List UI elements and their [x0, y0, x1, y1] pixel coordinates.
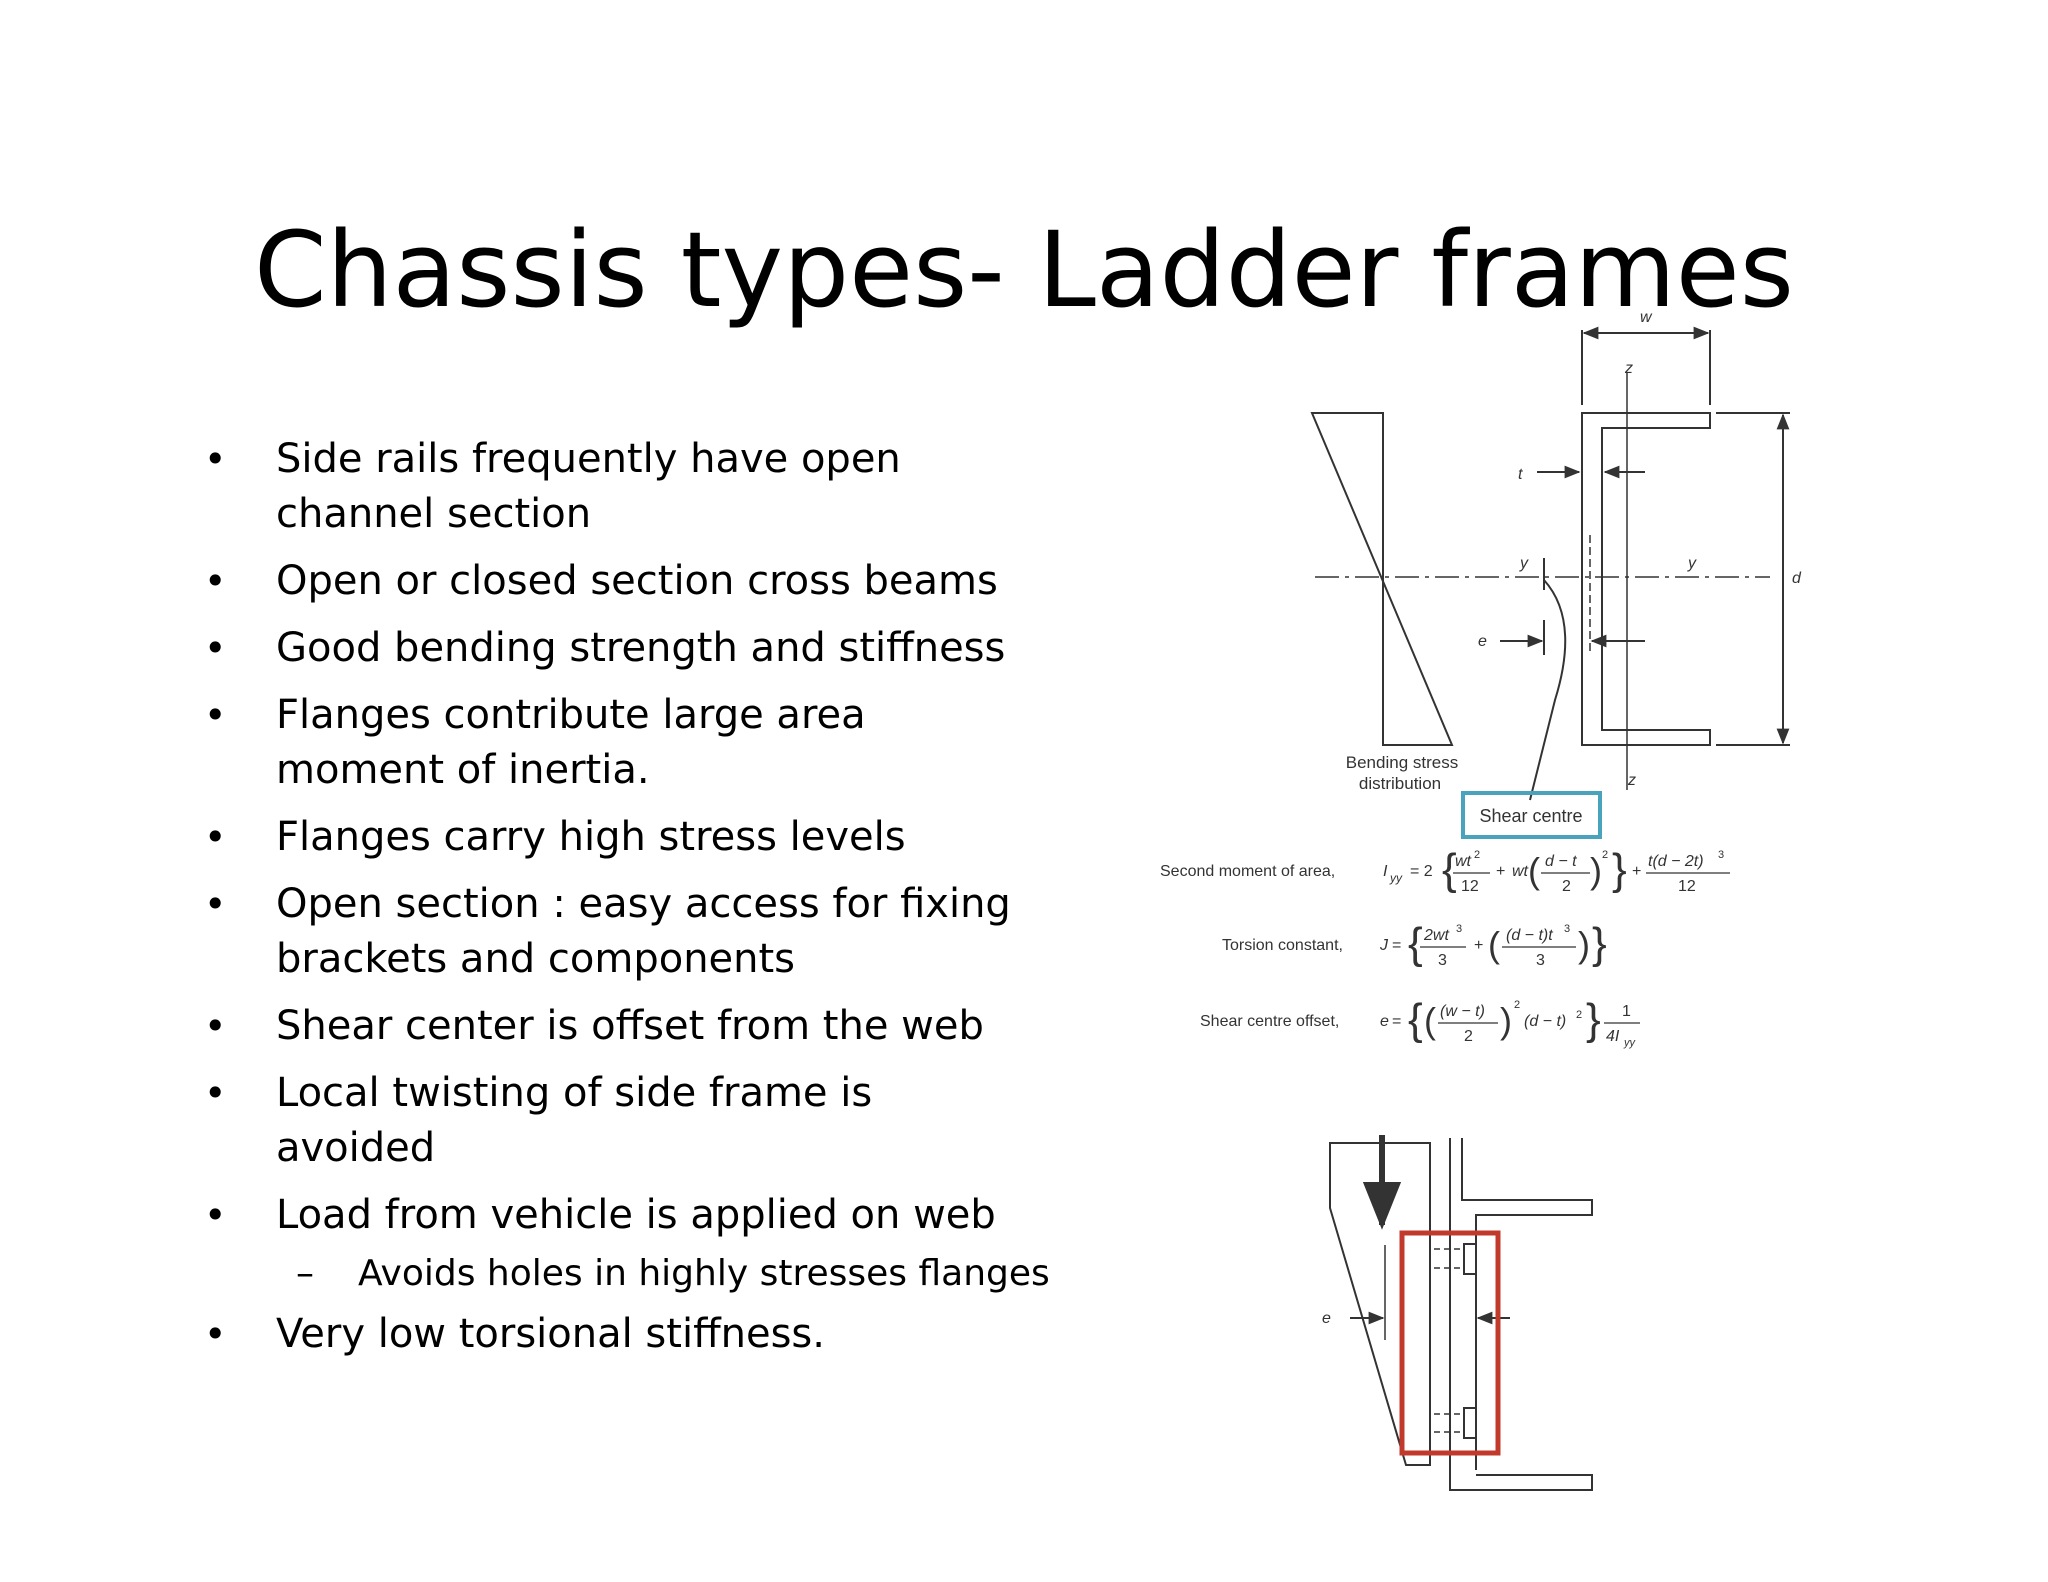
- svg-text:12: 12: [1461, 878, 1479, 895]
- bending-stress-label-2: distribution: [1359, 774, 1441, 793]
- bullet-dot: •: [204, 437, 227, 481]
- svg-text:+: +: [1496, 863, 1505, 880]
- svg-text:): ): [1590, 850, 1602, 891]
- svg-text:+: +: [1632, 863, 1641, 880]
- svg-text:2: 2: [1464, 1028, 1473, 1045]
- torsion-lhs: J: [1379, 937, 1389, 954]
- bullet-dot: •: [204, 1312, 227, 1356]
- bending-stress-triangles: [1310, 412, 1454, 746]
- svg-text:t(d − 2t): t(d − 2t): [1648, 853, 1704, 870]
- second-moment-lhs: I: [1383, 863, 1388, 880]
- svg-text:2wt: 2wt: [1423, 927, 1449, 944]
- svg-text:12: 12: [1678, 878, 1696, 895]
- svg-text:(w − t): (w − t): [1440, 1003, 1485, 1020]
- second-moment-label: Second moment of area,: [1160, 863, 1335, 880]
- slide-title: Chassis types- Ladder frames: [254, 209, 1794, 331]
- label-z-top: z: [1624, 360, 1633, 377]
- svg-text:1: 1: [1622, 1003, 1631, 1020]
- svg-text:{: {: [1408, 995, 1423, 1044]
- bullet-dot: •: [204, 1071, 227, 1115]
- bullet-item: •Load from vehicle is applied on web: [200, 1188, 1060, 1243]
- bullet-dot: •: [204, 1004, 227, 1048]
- svg-text:3: 3: [1456, 923, 1462, 935]
- svg-text:=: =: [1392, 1013, 1401, 1030]
- svg-text:3: 3: [1536, 952, 1545, 969]
- svg-text:}: }: [1592, 919, 1607, 968]
- label-e-lower: e: [1322, 1310, 1331, 1327]
- label-z-bottom: z: [1627, 772, 1636, 789]
- svg-text:{: {: [1442, 845, 1457, 894]
- svg-text:3: 3: [1564, 923, 1570, 935]
- bullet-item: •Shear center is offset from the web: [200, 999, 1060, 1054]
- sub-bullet-dash: –: [296, 1253, 314, 1294]
- shear-offset-label: Shear centre offset,: [1200, 1013, 1339, 1030]
- bullet-dot: •: [204, 693, 227, 737]
- svg-text:): ): [1578, 924, 1590, 965]
- svg-text:): ): [1500, 1000, 1512, 1041]
- svg-text:(d − t): (d − t): [1524, 1013, 1566, 1030]
- svg-text:2: 2: [1602, 849, 1608, 861]
- label-y-right: y: [1687, 555, 1697, 572]
- svg-text:(d − t)t: (d − t)t: [1506, 927, 1553, 944]
- bullet-item: •Open or closed section cross beams: [200, 554, 1060, 609]
- svg-text:(: (: [1528, 850, 1540, 891]
- svg-text:2: 2: [1562, 878, 1571, 895]
- label-t: t: [1518, 466, 1523, 483]
- svg-text:}: }: [1612, 845, 1627, 894]
- label-d: d: [1792, 570, 1802, 587]
- bullet-dot: •: [204, 1193, 227, 1237]
- svg-text:(: (: [1488, 924, 1500, 965]
- bullet-dot: •: [204, 559, 227, 603]
- svg-text:}: }: [1586, 995, 1601, 1044]
- shear-offset-lhs: e: [1380, 1013, 1389, 1030]
- svg-text:3: 3: [1438, 952, 1447, 969]
- svg-text:yy: yy: [1623, 1037, 1637, 1049]
- svg-text:4I: 4I: [1606, 1028, 1620, 1045]
- second-moment-sub: yy: [1389, 871, 1403, 885]
- sub-bullet-item: –Avoids holes in highly stresses flanges: [200, 1249, 1060, 1299]
- label-y-left: y: [1519, 555, 1529, 572]
- bullet-dot: •: [204, 882, 227, 926]
- load-on-web-diagram: [1329, 1135, 1593, 1491]
- bending-stress-label: Bending stress: [1346, 753, 1458, 772]
- bullet-item: •Good bending strength and stiffness: [200, 621, 1060, 676]
- load-on-web-box: [1399, 1230, 1501, 1456]
- svg-text:2: 2: [1474, 849, 1480, 861]
- label-e: e: [1478, 633, 1487, 650]
- svg-text:= 2: = 2: [1410, 863, 1433, 880]
- shear-centre-label: Shear centre: [1479, 806, 1582, 826]
- svg-text:(: (: [1424, 1000, 1436, 1041]
- channel-outline: [1581, 412, 1711, 746]
- svg-text:d − t: d − t: [1545, 853, 1577, 870]
- bullet-item: •Flanges carry high stress levels: [200, 810, 1060, 865]
- bullet-item: •Very low torsional stiffness.: [200, 1307, 1060, 1362]
- svg-text:wt: wt: [1455, 853, 1472, 870]
- svg-text:wt: wt: [1512, 863, 1529, 880]
- bullet-dot: •: [204, 626, 227, 670]
- svg-text:2: 2: [1514, 999, 1520, 1011]
- svg-text:3: 3: [1718, 849, 1724, 861]
- svg-text:2: 2: [1576, 1009, 1582, 1021]
- svg-text:=: =: [1392, 937, 1401, 954]
- bullet-dot: •: [204, 815, 227, 859]
- svg-text:+: +: [1474, 937, 1483, 954]
- svg-text:{: {: [1408, 919, 1423, 968]
- shear-centre-box: [1461, 791, 1602, 839]
- torsion-label: Torsion constant,: [1222, 937, 1343, 954]
